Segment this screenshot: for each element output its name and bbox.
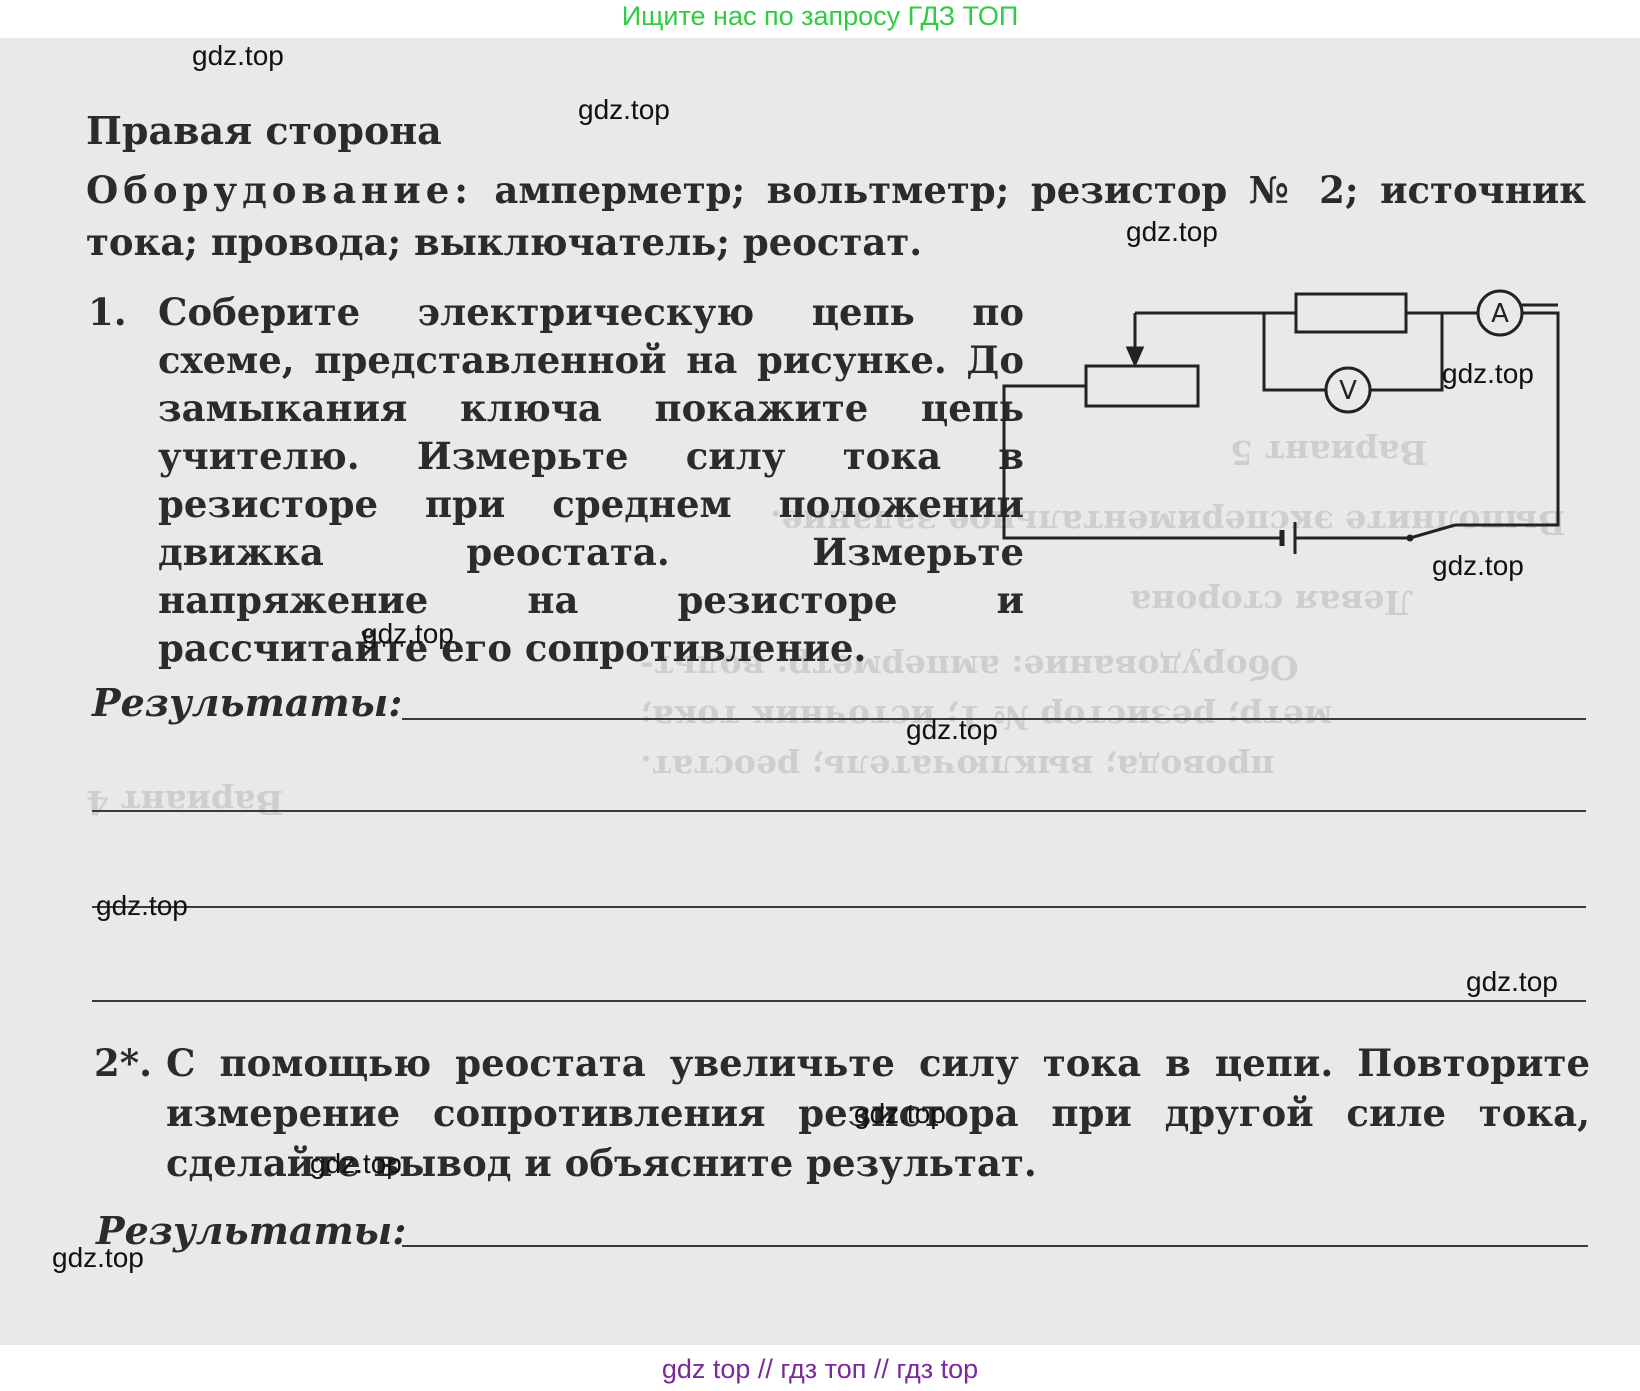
rheostat-symbol <box>1084 364 1200 408</box>
section-heading: Правая сторона <box>86 108 442 153</box>
answer-line[interactable] <box>92 906 1586 908</box>
voltmeter-symbol <box>1324 366 1372 414</box>
show-through-text: провода; выключатель; реостат. <box>640 748 1275 787</box>
results-label: Результаты: <box>92 680 403 725</box>
circuit-diagram: A V <box>1002 289 1560 554</box>
watermark: gdz.top <box>362 618 454 649</box>
watermark: gdz.top <box>1442 358 1534 389</box>
watermark: gdz.top <box>1432 550 1524 581</box>
task-2-number: 2*. <box>94 1041 152 1085</box>
switch-symbol <box>1409 523 1456 540</box>
task-1-number: 1. <box>88 290 127 334</box>
ammeter-label: A <box>1491 299 1509 329</box>
show-through-text: Вариант 4 <box>86 783 284 822</box>
watermark: gdz.top <box>52 1242 144 1273</box>
equipment-label: Оборудование: <box>86 168 473 212</box>
voltmeter-branch-left <box>1262 313 1325 392</box>
equipment-list: амперметр; вольтметр; резистор № 2; исто… <box>86 168 1586 264</box>
watermark: gdz.top <box>578 94 670 125</box>
watermark: gdz.top <box>192 40 284 71</box>
voltmeter-label: V <box>1339 376 1357 406</box>
answer-line[interactable] <box>402 1245 1588 1247</box>
task-1-text: Соберите электрическую цепь по схеме, пр… <box>158 290 1024 670</box>
bottom-banner: gdz top // гдз топ // гдз top <box>661 1354 979 1384</box>
task-2: 2*. С помощью реостата увеличьте силу то… <box>94 1038 1590 1188</box>
watermark: gdz.top <box>96 890 188 921</box>
equipment-paragraph: Оборудование: амперметр; вольтметр; рези… <box>86 164 1586 268</box>
answer-line[interactable] <box>92 810 1586 812</box>
wire-right <box>1455 311 1560 527</box>
watermark: gdz.top <box>906 714 998 745</box>
task-2-text: С помощью реостата увеличьте силу тока в… <box>166 1041 1590 1185</box>
show-through-text: Левая сторона <box>1130 583 1414 622</box>
answer-line[interactable] <box>92 1000 1586 1002</box>
answer-line[interactable] <box>402 718 1586 720</box>
voltmeter-branch-right <box>1371 313 1444 392</box>
wire-left <box>1002 384 1282 540</box>
rheostat-slider-arrow <box>1125 346 1145 368</box>
resistor-symbol <box>1294 292 1408 334</box>
watermark: gdz.top <box>854 1098 946 1129</box>
watermark: gdz.top <box>310 1148 402 1179</box>
top-banner: Ищите нас по запросу ГДЗ ТОП <box>621 1 1019 31</box>
results-label: Результаты: <box>96 1208 407 1253</box>
watermark: gdz.top <box>1466 966 1558 997</box>
textbook-page: Вариант 5 Выполните экспериментальное за… <box>0 38 1640 1345</box>
watermark: gdz.top <box>1126 216 1218 247</box>
